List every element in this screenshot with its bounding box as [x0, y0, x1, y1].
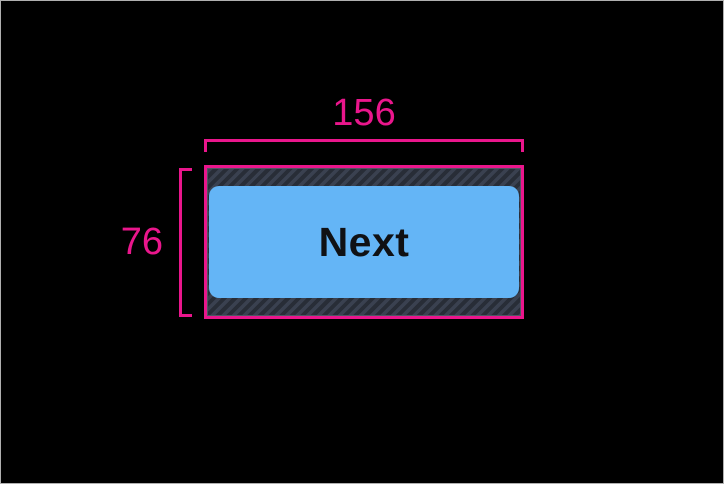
- width-measure-bracket: [204, 139, 524, 152]
- height-dimension-label: 76: [120, 221, 163, 263]
- touch-target-bounds: Next: [204, 165, 524, 319]
- next-button[interactable]: Next: [209, 186, 519, 298]
- width-dimension-label: 156: [332, 92, 396, 134]
- height-measure-bracket: [179, 168, 192, 317]
